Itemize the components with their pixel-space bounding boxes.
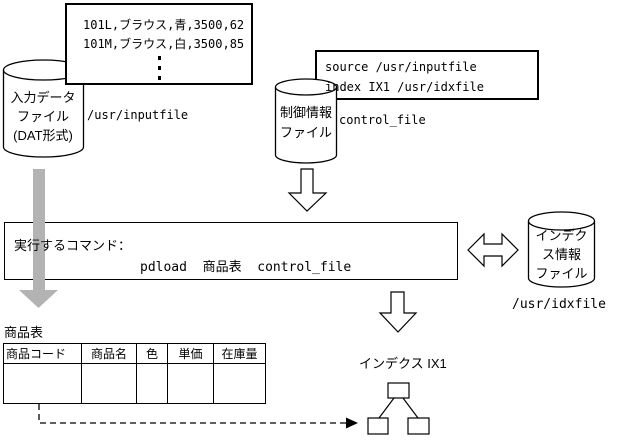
index-tree (367, 382, 430, 435)
dashed-arrowhead-icon (346, 417, 358, 429)
input-file-label: 入力データファイル(DAT形式) (10, 90, 76, 143)
command-box (4, 222, 458, 280)
down-arrow-command-icon (378, 291, 418, 333)
table-header-cell: 単価 (167, 343, 214, 364)
ellipsis-dots-icon (158, 56, 161, 80)
down-arrow-control-icon (287, 168, 328, 212)
table-header-cell: 商品名 (81, 343, 137, 364)
table-header-cell: 商品コード (3, 343, 82, 364)
tree-root-node (387, 382, 410, 399)
product-table-title: 商品表 (4, 325, 44, 340)
tree-right-node (407, 417, 430, 435)
table-header-cell: 在庫量 (213, 343, 266, 364)
table-cell (136, 363, 168, 404)
table-cell (213, 363, 266, 404)
control-statements-box (315, 50, 539, 100)
tree-edge-right (402, 397, 419, 419)
tree-left-node (367, 417, 389, 435)
index-tree-title: インデクス IX1 (359, 356, 447, 371)
product-table: 商品コード 商品名 色 単価 在庫量 (3, 343, 266, 404)
table-cell (81, 363, 137, 404)
table-to-index-dashed-arrow (38, 404, 358, 429)
table-header-cell: 色 (136, 343, 168, 364)
double-headed-arrow-icon (467, 232, 519, 268)
table-row (3, 363, 266, 404)
table-header-row: 商品コード 商品名 色 単価 在庫量 (3, 343, 266, 364)
index-file-label: インデクス情報ファイル (535, 228, 588, 281)
command-box-label: 実行するコマンド： (14, 238, 132, 253)
table-cell (167, 363, 214, 404)
index-file-path: /usr/idxfile (512, 297, 606, 312)
table-cell (3, 363, 82, 404)
input-file-path: /usr/inputfile (87, 108, 189, 122)
control-file-name: control_file (339, 113, 426, 127)
control-file-label: 制御情報ファイル (279, 105, 332, 140)
command-text: pdload 商品表 control_file (140, 260, 352, 275)
tree-edge-left (378, 397, 395, 419)
sample-data-box (65, 3, 253, 85)
